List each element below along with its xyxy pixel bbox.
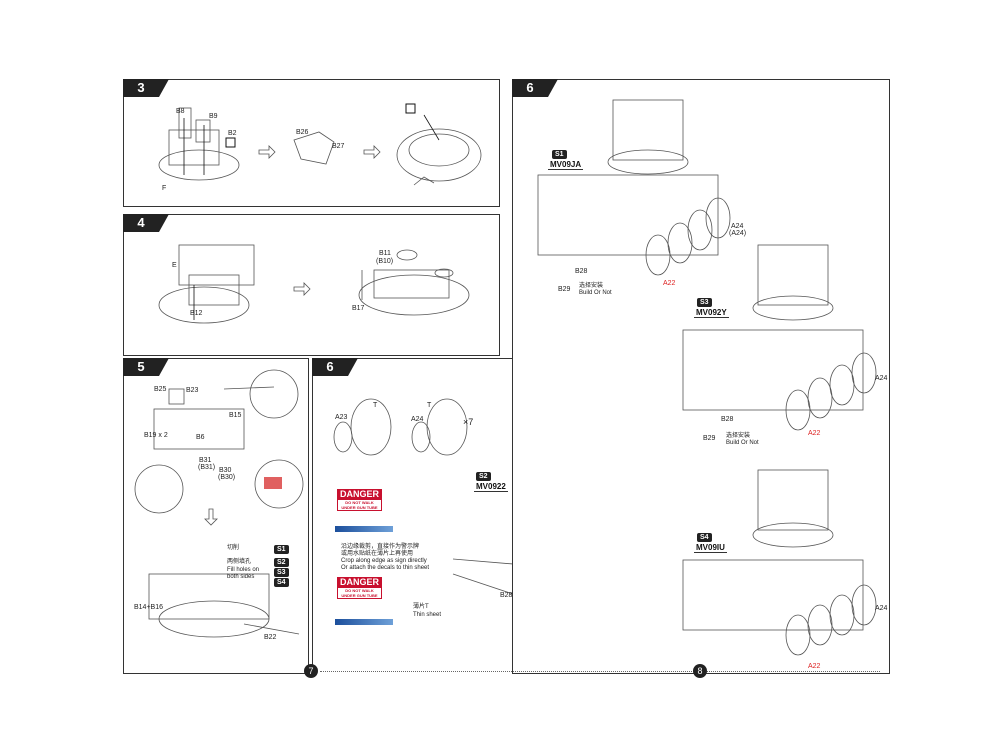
danger-title: DANGER <box>339 489 379 499</box>
page-number-left: 7 <box>304 664 318 678</box>
label-t2: T <box>427 402 432 409</box>
label-b17: B17 <box>352 305 365 312</box>
label-b29: B29 <box>558 286 571 293</box>
build-note-cn: 选择安装 <box>579 283 604 289</box>
label-a22: A22 <box>663 280 676 287</box>
label-b19: B19 x 2 <box>144 432 168 439</box>
version-badge: S3 <box>274 568 289 577</box>
label-b31p: (B31) <box>198 464 215 471</box>
label-b12: B12 <box>190 310 203 317</box>
thin-sheet-en: Thin sheet <box>413 612 442 618</box>
build-note-cn-2: 选择安装 <box>726 433 751 439</box>
variant-badge-s3: S3 <box>697 298 712 307</box>
variant-name-s3: MV092Y <box>694 308 729 318</box>
label-t: T <box>373 402 378 409</box>
variant-name-s1: MV09JA <box>548 160 584 170</box>
label-b30p: (B30) <box>218 474 235 481</box>
label-b22: B22 <box>264 634 277 641</box>
thin-sheet-cn: 薄片T <box>413 604 429 610</box>
label-b31: B31 <box>199 457 212 464</box>
label-b14b16: B14+B16 <box>134 604 163 611</box>
decal-stripe <box>335 526 393 532</box>
step-6-variants-panel: 6 B28 B29 A22 A24 (A24) B28 B29 <box>512 79 890 674</box>
page-divider <box>320 671 880 672</box>
label-b26: B26 <box>296 129 309 136</box>
step-number: 3 <box>123 79 169 97</box>
label-a24-3: A24 <box>875 605 888 612</box>
danger-text: DO NOT WALK UNDER GUN TUBE <box>338 500 381 510</box>
label-a22-3: A22 <box>808 663 821 670</box>
label-b6: B6 <box>196 434 205 441</box>
step-number: 6 <box>512 79 558 97</box>
page-number-right: 8 <box>693 664 707 678</box>
version-badge: S1 <box>274 545 289 554</box>
variant-badge-s4: S4 <box>697 533 712 542</box>
drill-note: Fill holes on both sides <box>227 567 260 580</box>
step-4-drawing: E B12 B11 (B10) B17 <box>158 244 470 324</box>
danger-text-2: DO NOT WALK UNDER GUN TUBE <box>338 588 381 598</box>
step-3-panel: 3 B8 B9 B2 F B26 B27 <box>123 79 500 207</box>
label-b28: B28 <box>575 268 588 275</box>
version-badge: S4 <box>274 578 289 587</box>
label-a23: A23 <box>335 414 348 421</box>
version-badge: S2 <box>274 558 289 567</box>
drill-note-cn: 两侧填孔 <box>227 559 252 565</box>
label-b10: (B10) <box>376 258 393 265</box>
label-a24: A24 <box>411 416 424 423</box>
build-note-en-2: Build Or Not <box>726 440 759 446</box>
label-b2: B2 <box>228 130 237 137</box>
danger-decal-2: DANGER DO NOT WALK UNDER GUN TUBE <box>337 577 382 599</box>
step-5-panel: 5 B25 B23 B15 B19 x 2 B6 B31 (B31) B30 (… <box>123 358 309 674</box>
variant-badge-s1: S1 <box>552 150 567 159</box>
remove-part-icon <box>225 137 236 148</box>
label-b8: B8 <box>176 108 185 115</box>
decal-note-cn: 沿边缘裁剪，直接作为警示牌 或用水贴纸在薄片上再使用 <box>341 544 420 557</box>
label-a24p: (A24) <box>729 230 746 237</box>
label-b23: B23 <box>186 387 199 394</box>
label-f: F <box>162 185 166 192</box>
step-number: 5 <box>123 358 169 376</box>
danger-title-2: DANGER <box>339 577 379 587</box>
step-4-panel: 4 E B12 B11 (B10) B17 <box>123 214 500 356</box>
variant-name-s4: MV09IU <box>694 543 727 553</box>
gate-note: 切削 <box>227 545 240 551</box>
label-b28-2: B28 <box>721 416 734 423</box>
label-e: E <box>172 262 177 269</box>
label-b25: B25 <box>154 386 167 393</box>
label-b30: B30 <box>219 467 232 474</box>
label-a24-2: A24 <box>875 375 888 382</box>
variant-name-s2: MV0922 <box>474 482 508 492</box>
label-b27: B27 <box>332 143 345 150</box>
highlight-part <box>264 477 282 489</box>
label-times7: ×7 <box>463 417 473 427</box>
step-number: 4 <box>123 214 169 232</box>
variant-badge-s2: S2 <box>476 472 491 481</box>
danger-decal: DANGER DO NOT WALK UNDER GUN TUBE <box>337 489 382 511</box>
label-b29-2: B29 <box>703 435 716 442</box>
label-b28: B28 <box>500 592 513 599</box>
label-b15: B15 <box>229 412 242 419</box>
decal-note-en: Crop along edge as sign directly Or atta… <box>341 558 430 571</box>
label-b9: B9 <box>209 113 218 120</box>
label-a24: A24 <box>731 223 744 230</box>
label-b11: B11 <box>379 250 391 257</box>
label-a22-2: A22 <box>808 430 821 437</box>
remove-part-icon <box>405 103 416 114</box>
step-6-variants-drawing: B28 B29 A22 A24 (A24) B28 B29 A22 A22 A2… <box>537 99 888 670</box>
step-3-drawing: B8 B9 B2 F B26 B27 <box>158 103 482 192</box>
step-number: 6 <box>312 358 358 376</box>
step-5-drawing: B25 B23 B15 B19 x 2 B6 B31 (B31) B30 (B3… <box>134 369 304 641</box>
decal-stripe-2 <box>335 619 393 625</box>
build-note-en: Build Or Not <box>579 290 612 296</box>
